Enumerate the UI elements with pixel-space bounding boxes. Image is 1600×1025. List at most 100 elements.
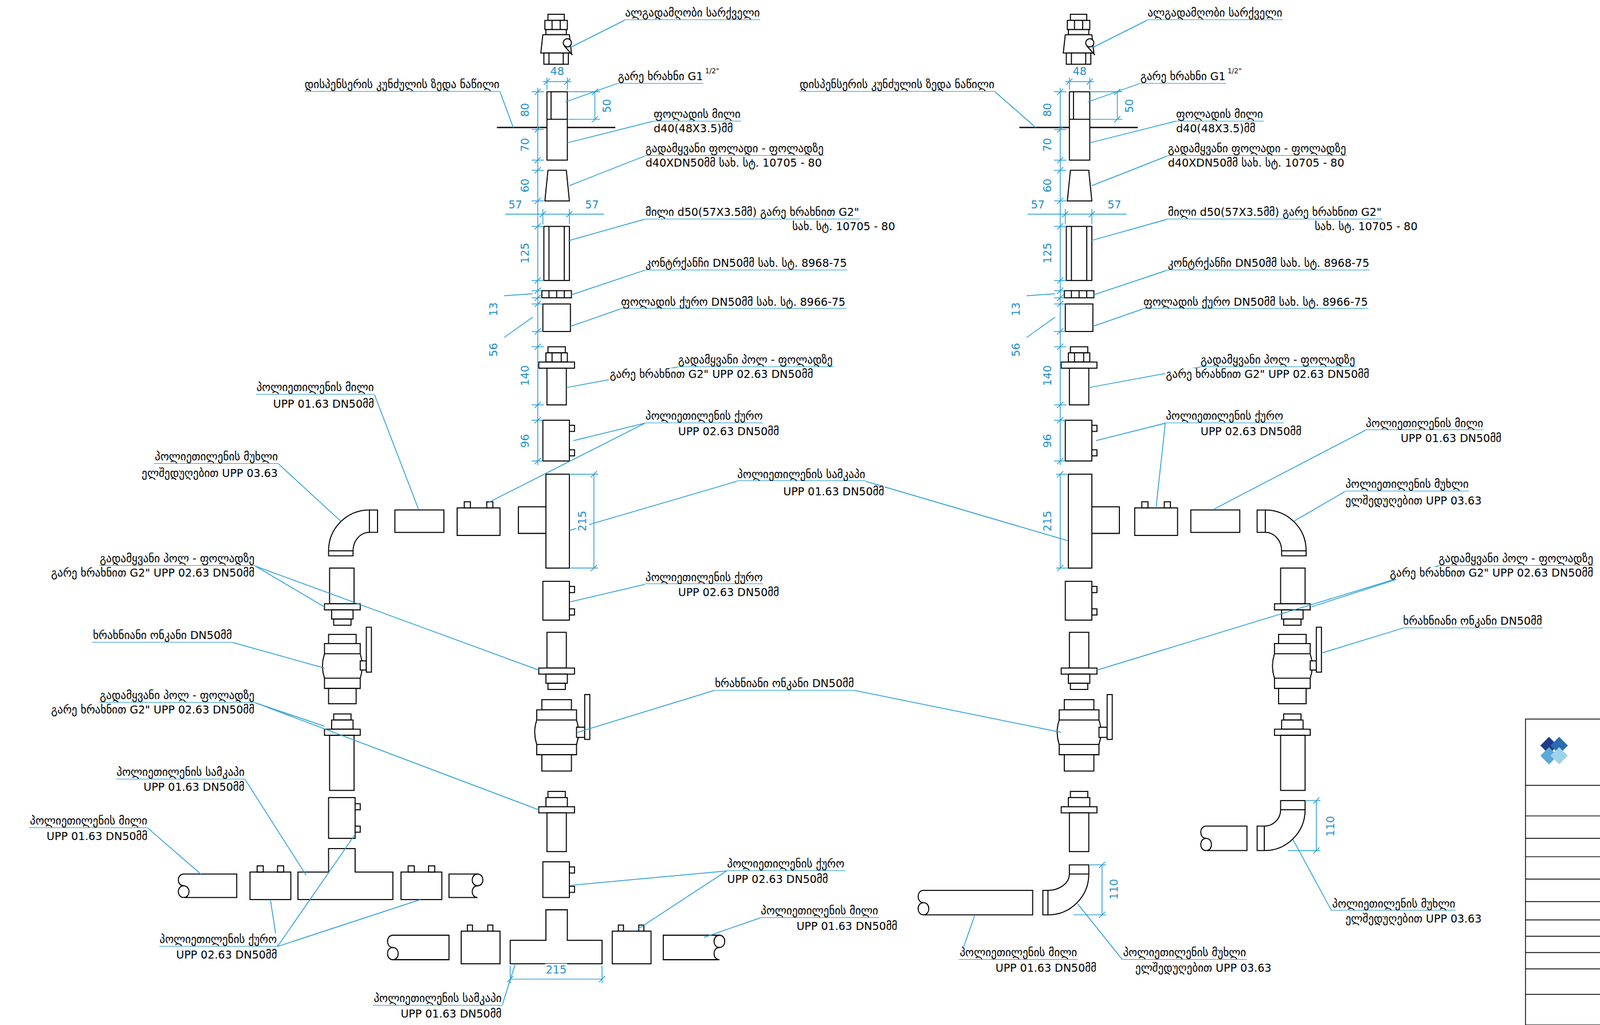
right-stack-fittings xyxy=(1200,838,1206,851)
leader-line xyxy=(570,584,646,603)
valve-handles xyxy=(360,627,1322,672)
spec-label: ელშედუღებით UPP 03.63 xyxy=(140,467,279,481)
dimension-lines xyxy=(534,88,541,96)
branch-stack xyxy=(322,643,363,689)
leader-line xyxy=(567,121,654,144)
dimension-value: 140 xyxy=(1042,364,1055,387)
left-branch-fittings xyxy=(328,797,356,839)
riser-stack xyxy=(563,226,565,281)
left-branch-fittings xyxy=(178,874,237,898)
callout-label: პოლიეთილენის ქურო xyxy=(645,571,764,585)
dimension-lines xyxy=(591,116,599,123)
dimension-lines xyxy=(534,277,541,284)
dimension-value: 50 xyxy=(600,98,614,114)
callout-label: გადამყვანი პოლ - ფოლადზე xyxy=(1437,552,1594,566)
dimension-lines xyxy=(531,297,542,298)
dimension-value: 13 xyxy=(487,301,501,317)
dimension-lines xyxy=(534,343,541,351)
riser-stack xyxy=(584,694,591,740)
dimension-value: 50 xyxy=(1123,98,1136,114)
riser-stack xyxy=(543,226,570,281)
riser-stack xyxy=(547,368,567,406)
dimension-lines xyxy=(542,209,544,225)
riser-stack xyxy=(550,91,552,120)
left-stack-fittings xyxy=(545,506,547,534)
branch-stack xyxy=(464,501,471,509)
company-logo xyxy=(1540,737,1568,765)
dimension-lines xyxy=(1306,800,1321,801)
dimension-lines xyxy=(539,211,546,218)
valve-handles xyxy=(1316,627,1322,672)
title-block xyxy=(1525,994,1600,996)
leader-line xyxy=(1214,430,1366,510)
dimension-lines xyxy=(534,417,541,424)
right-stack-fittings xyxy=(1047,890,1049,916)
riser-stack xyxy=(539,807,575,814)
riser-stack xyxy=(548,683,566,690)
riser-stack xyxy=(547,91,568,160)
callout-label: პოლიეთილენის ქურო xyxy=(726,858,845,872)
spec-label: UPP 01.63 DN50მმ xyxy=(45,830,148,844)
leader-line xyxy=(1322,628,1403,654)
callout-label: პოლიეთილენის მუხლი xyxy=(1331,898,1457,912)
dimension-value: 57 xyxy=(1030,198,1046,212)
leader-line xyxy=(1093,309,1143,327)
spec-label: ელშედუღებით UPP 03.63 xyxy=(1345,913,1483,926)
branch-stack xyxy=(324,653,360,655)
callout-label: პოლიეთილენის მილი xyxy=(1365,417,1484,431)
leader-line xyxy=(573,423,646,441)
callout-label: გარე ხრახნი G1 xyxy=(617,70,705,84)
left-branch-fittings xyxy=(297,848,393,900)
right-stack-fittings xyxy=(1263,826,1265,852)
riser-stack xyxy=(544,170,570,201)
leader-line xyxy=(254,565,539,671)
riser-stack xyxy=(548,53,550,65)
dimension-value: 56 xyxy=(487,342,501,358)
spec-label: UPP 01.63 DN50მმ xyxy=(272,398,375,411)
leader-line xyxy=(995,91,1036,128)
left-branch-fittings xyxy=(472,874,478,886)
right-stack-fittings xyxy=(1069,874,1090,876)
leader-line xyxy=(1097,565,1438,671)
spec-label: UPP 01.63 DN50მმ xyxy=(995,962,1098,976)
callout-label: პოლიეთილენის მილი xyxy=(760,905,879,919)
left-stack-fittings xyxy=(461,931,501,965)
riser-stack xyxy=(536,744,577,746)
dimension-lines xyxy=(599,976,606,984)
leader-line xyxy=(1089,121,1176,144)
riser-stack xyxy=(548,791,566,798)
branch-stack xyxy=(324,729,360,736)
dimension-lines xyxy=(543,78,550,85)
dimension-lines xyxy=(534,156,541,164)
spec-label: UPP 02.63 DN50მმ xyxy=(726,873,829,887)
dimension-lines xyxy=(534,458,541,465)
right-stack-fittings xyxy=(1257,800,1306,851)
dimension-lines xyxy=(566,211,573,218)
riser-stack xyxy=(541,291,572,298)
riser-stack xyxy=(563,291,565,298)
dimension-value: 80 xyxy=(519,102,533,118)
callout-label: გადამყვანი პოლ - ფოლადზე xyxy=(677,354,834,368)
dimension-value: 13 xyxy=(1009,301,1023,317)
left-branch-fittings xyxy=(428,866,435,873)
callout-label: ფოლადის ქურო DN50მმ სახ. სტ. 8966-75 xyxy=(620,296,847,310)
callout-label: გადამყვანი პოლ - ფოლადზე xyxy=(99,552,255,566)
spec-label: ელშედუღებით UPP 03.63 xyxy=(1345,494,1483,508)
branch-stack xyxy=(328,688,357,705)
dimension-lines xyxy=(537,87,538,466)
dimension-lines xyxy=(567,77,568,90)
left-branch-fittings xyxy=(249,872,291,900)
callout-label: გადამყვანი ფოლადი - ფოლადზე xyxy=(1167,142,1347,156)
valve-handles xyxy=(366,627,372,672)
spec-label: გარე ხრახნით G2" UPP 02.63 DN50მმ xyxy=(608,368,814,381)
riser-stack xyxy=(543,53,569,65)
dimension-lines xyxy=(564,78,571,85)
right-stack-fittings xyxy=(1068,474,1120,569)
left-stack-fittings xyxy=(387,935,449,961)
spec-label: გარე ხრახნით G2" UPP 02.63 DN50მმ xyxy=(50,567,255,580)
spec-label: UPP 01.63 DN50მმ xyxy=(143,781,246,794)
dimension-value: 48 xyxy=(1072,65,1088,78)
leader-line xyxy=(1091,155,1168,186)
dimension-lines xyxy=(590,565,597,572)
